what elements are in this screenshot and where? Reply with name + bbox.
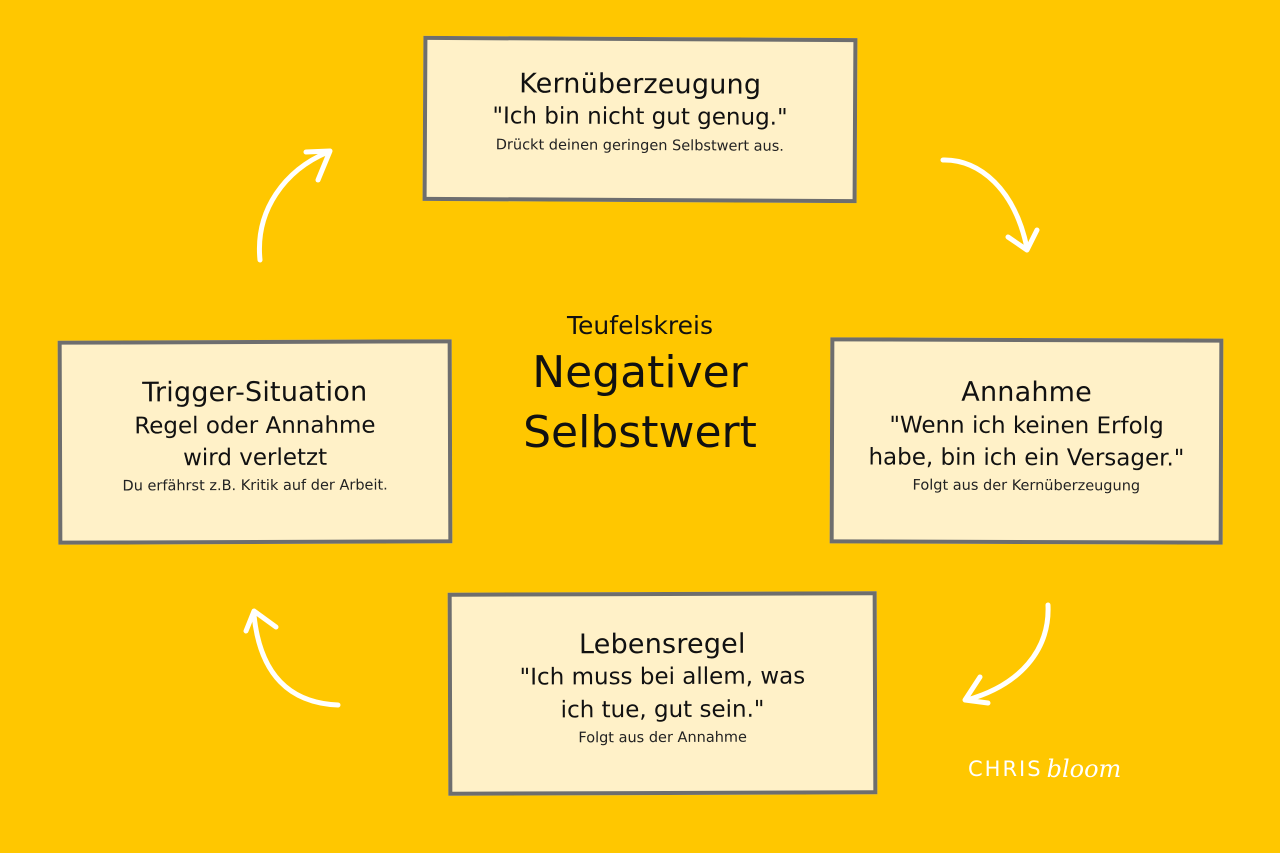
curved-arrow-down-right-icon xyxy=(940,157,1040,253)
center-subtitle: Teufelskreis xyxy=(567,311,713,340)
center-title-line-2: Selbstwert xyxy=(523,407,757,459)
box-title: Trigger-Situation xyxy=(142,376,368,409)
box-quote-line-2: wird verletzt xyxy=(182,444,328,472)
logo-brand: CHRIS xyxy=(968,757,1043,781)
box-title: Annahme xyxy=(961,376,1093,409)
box-note: Drückt deinen geringen Selbstwert aus. xyxy=(495,136,784,155)
logo-script: bloom xyxy=(1046,755,1122,783)
center-title-block: Teufelskreis Negativer Selbstwert xyxy=(480,310,800,464)
box-quote-line-1: "Wenn ich keinen Erfolg xyxy=(889,412,1164,440)
box-annahme: Annahme "Wenn ich keinen Erfolg habe, bi… xyxy=(829,337,1224,545)
box-quote-line-1: Regel oder Annahme xyxy=(134,412,376,440)
center-title-line-1: Negativer xyxy=(532,346,748,398)
curved-arrow-down-left-icon xyxy=(962,602,1051,706)
box-lebensregel: Lebensregel "Ich muss bei allem, was ich… xyxy=(447,591,878,796)
box-note: Du erfährst z.B. Kritik auf der Arbeit. xyxy=(122,477,388,495)
curved-arrow-up-right-icon xyxy=(256,148,333,263)
box-note: Folgt aus der Kernüberzeugung xyxy=(912,477,1141,495)
box-quote-line-2: ich tue, gut sein." xyxy=(560,696,765,723)
box-title: Kernüberzeugung xyxy=(519,68,762,101)
chrisbloom-logo: CHRIS bloom xyxy=(968,757,1121,781)
box-quote-line-2: habe, bin ich ein Versager." xyxy=(868,444,1185,472)
curved-arrow-up-left-icon xyxy=(243,608,341,708)
box-quote-line-1: "Ich muss bei allem, was xyxy=(519,663,806,691)
box-quote: "Ich bin nicht gut genug." xyxy=(492,103,788,132)
box-kernueberzeugung: Kernüberzeugung "Ich bin nicht gut genug… xyxy=(422,35,858,204)
box-note: Folgt aus der Annahme xyxy=(578,729,747,746)
box-trigger-situation: Trigger-Situation Regel oder Annahme wir… xyxy=(57,339,453,545)
box-title: Lebensregel xyxy=(578,628,746,660)
